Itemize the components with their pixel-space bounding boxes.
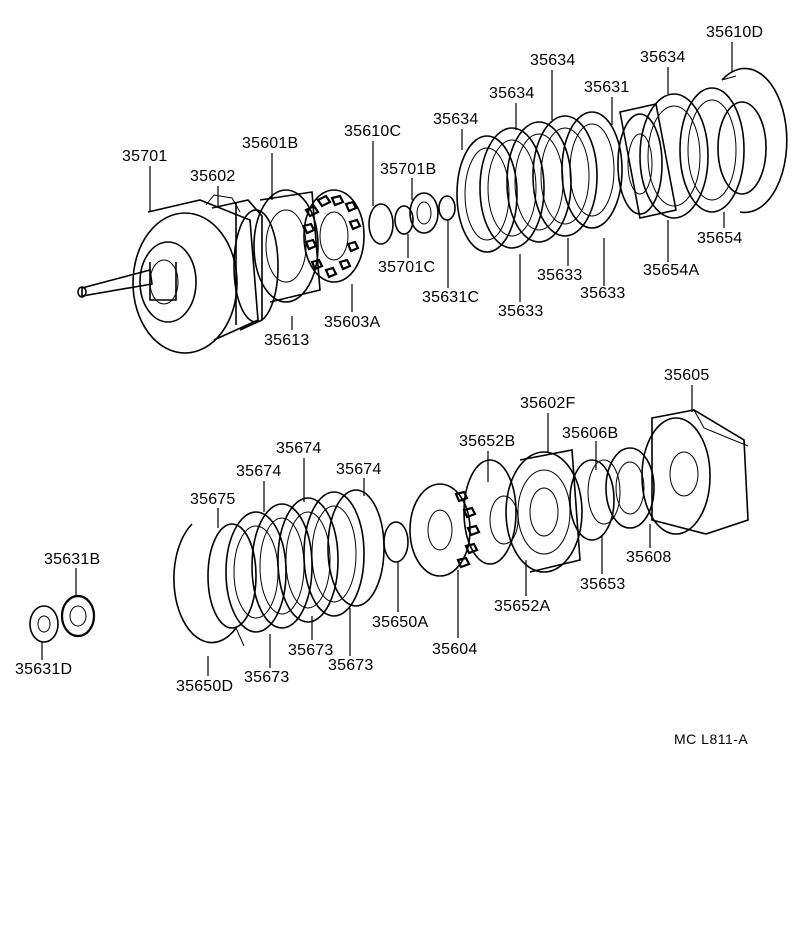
label-35634-b[interactable]: 35634 <box>489 85 535 102</box>
label-35673-a[interactable]: 35673 <box>244 669 290 686</box>
label-35654[interactable]: 35654 <box>697 230 743 247</box>
label-35603A[interactable]: 35603A <box>324 314 381 331</box>
washer-35631D <box>29 605 59 643</box>
label-35606B[interactable]: 35606B <box>562 425 619 442</box>
label-35631C[interactable]: 35631C <box>422 289 480 306</box>
piston-35652A-35652B <box>463 459 519 565</box>
seal-35701C <box>394 205 414 235</box>
label-35613[interactable]: 35613 <box>264 332 310 349</box>
label-35652A[interactable]: 35652A <box>494 598 551 615</box>
sleeve-35608 <box>605 447 655 529</box>
seal-35653 <box>569 459 615 541</box>
snap-ring-35650D <box>173 523 245 647</box>
label-35602F[interactable]: 35602F <box>520 395 576 412</box>
spring-pack-35604 <box>409 483 481 577</box>
label-35634-d[interactable]: 35634 <box>640 49 686 66</box>
label-35673-c[interactable]: 35673 <box>328 657 374 674</box>
washer-35631C <box>438 195 456 221</box>
label-35633-b[interactable]: 35633 <box>537 267 583 284</box>
label-35633-a[interactable]: 35633 <box>498 303 544 320</box>
label-35604[interactable]: 35604 <box>432 641 478 658</box>
label-35608[interactable]: 35608 <box>626 549 672 566</box>
label-35701[interactable]: 35701 <box>122 148 168 165</box>
piston-35602F <box>505 449 583 573</box>
label-35674-a[interactable]: 35674 <box>276 440 322 457</box>
label-35610C[interactable]: 35610C <box>344 123 402 140</box>
snap-ring-35650A <box>383 521 409 563</box>
label-35654A[interactable]: 35654A <box>643 262 700 279</box>
label-35601B[interactable]: 35601B <box>242 135 299 152</box>
label-35631B[interactable]: 35631B <box>44 551 101 568</box>
label-35701B[interactable]: 35701B <box>380 161 437 178</box>
label-35673-b[interactable]: 35673 <box>288 642 334 659</box>
label-35653[interactable]: 35653 <box>580 576 626 593</box>
label-35610D[interactable]: 35610D <box>706 24 764 41</box>
label-35674-c[interactable]: 35674 <box>336 461 382 478</box>
clutch-plates-35673-35674 <box>207 489 385 633</box>
spring-pack-35603A <box>302 189 365 283</box>
clutch-drum-35701 <box>77 194 259 354</box>
label-35652B[interactable]: 35652B <box>459 433 516 450</box>
label-35701C[interactable]: 35701C <box>378 259 436 276</box>
hub-35631 <box>617 103 677 219</box>
label-35650A[interactable]: 35650A <box>372 614 429 631</box>
snap-ring-35610C <box>368 203 394 245</box>
rear-plates-35654-35654A <box>639 87 767 219</box>
piston-35601B <box>253 189 321 303</box>
label-35650D[interactable]: 35650D <box>176 678 234 695</box>
label-35605[interactable]: 35605 <box>664 367 710 384</box>
snap-ring-35610D <box>721 67 788 214</box>
label-35634-c[interactable]: 35634 <box>530 52 576 69</box>
label-35675[interactable]: 35675 <box>190 491 236 508</box>
bearing-35701B <box>409 192 439 234</box>
label-35674-b[interactable]: 35674 <box>236 463 282 480</box>
label-35633-c[interactable]: 35633 <box>580 285 626 302</box>
label-35602[interactable]: 35602 <box>190 168 236 185</box>
drum-35605 <box>641 409 749 535</box>
label-35631[interactable]: 35631 <box>584 79 630 96</box>
drum-piston-35602 <box>211 199 279 331</box>
label-35634-a[interactable]: 35634 <box>433 111 479 128</box>
label-35631D[interactable]: 35631D <box>15 661 73 678</box>
clutch-plates-35633-35634 <box>456 111 623 253</box>
seal-35606B <box>587 459 621 525</box>
bearing-35631B <box>60 594 96 638</box>
leader-lines <box>41 42 733 676</box>
drawing-code: MC L811-A <box>674 731 749 747</box>
